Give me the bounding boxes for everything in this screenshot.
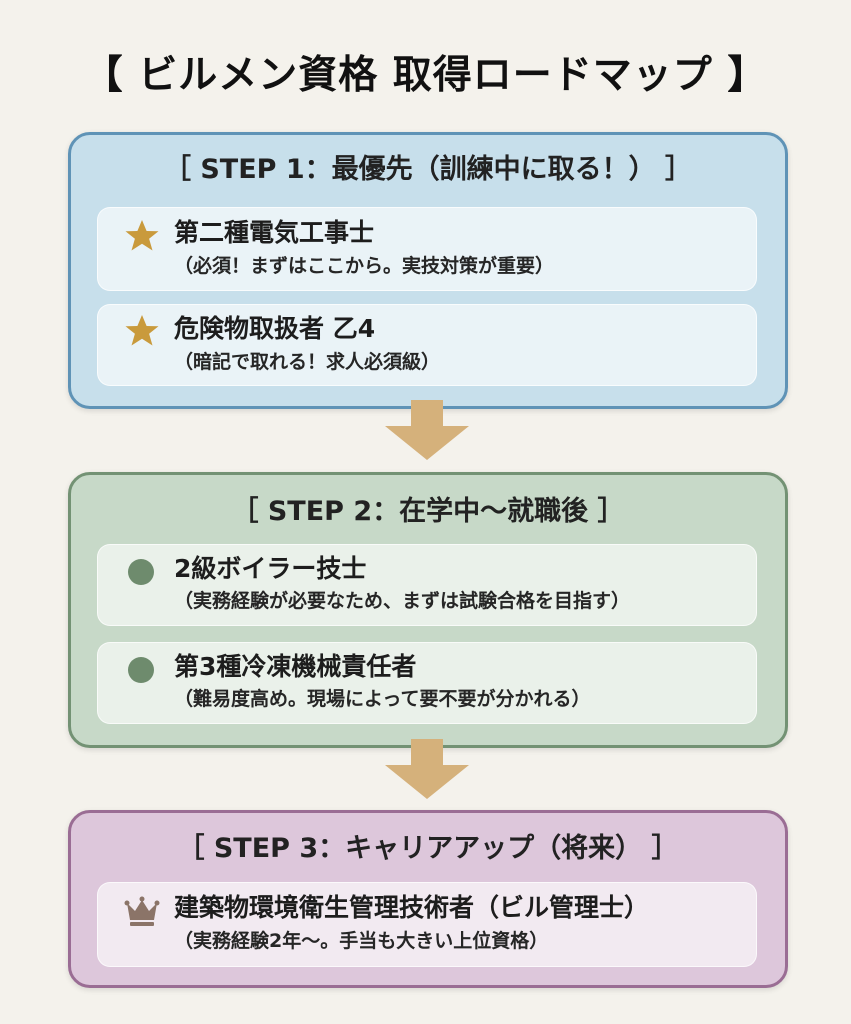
- step-2-title: ［ STEP 2：在学中〜就職後 ］: [231, 496, 625, 527]
- item-name: 建築物環境衛生管理技術者（ビル管理士）: [174, 893, 650, 922]
- star-icon: [125, 220, 159, 251]
- step-1-item-2: 危険物取扱者 乙4 （暗記で取れる！求人必須級）: [97, 304, 757, 386]
- item-note: （必須！まずはここから。実技対策が重要）: [174, 255, 555, 277]
- item-name: 第3種冷凍機械責任者: [174, 652, 417, 681]
- item-note: （実務経験2年〜。手当も大きい上位資格）: [174, 930, 549, 952]
- star-icon: [125, 315, 159, 346]
- step-3-title: ［ STEP 3：キャリアアップ（将来） ］: [177, 833, 679, 864]
- item-name: 危険物取扱者 乙4: [174, 314, 376, 343]
- down-arrow-icon: [385, 400, 469, 460]
- item-note: （難易度高め。現場によって要不要が分かれる）: [174, 688, 591, 710]
- item-name: 第二種電気工事士: [174, 218, 375, 247]
- item-note: （実務経験が必要なため、まずは試験合格を目指す）: [174, 590, 631, 612]
- item-name: 2級ボイラー技士: [174, 554, 367, 583]
- step-1-item-1: 第二種電気工事士 （必須！まずはここから。実技対策が重要）: [97, 207, 757, 291]
- page-title: 【 ビルメン資格 取得ロードマップ 】: [83, 53, 768, 98]
- crown-icon: [124, 896, 160, 926]
- step-2-item-2: 第3種冷凍機械責任者 （難易度高め。現場によって要不要が分かれる）: [97, 642, 757, 724]
- circle-icon: [128, 657, 154, 683]
- item-note: （暗記で取れる！求人必須級）: [174, 351, 441, 373]
- down-arrow-icon: [385, 739, 469, 799]
- step-1-box: ［ STEP 1：最優先（訓練中に取る！） ］ 第二種電気工事士 （必須！まずは…: [68, 132, 788, 409]
- step-1-title: ［ STEP 1：最優先（訓練中に取る！） ］: [163, 154, 693, 185]
- step-3-item-1: 建築物環境衛生管理技術者（ビル管理士） （実務経験2年〜。手当も大きい上位資格）: [97, 882, 757, 967]
- step-2-box: ［ STEP 2：在学中〜就職後 ］ 2級ボイラー技士 （実務経験が必要なため、…: [68, 472, 788, 748]
- step-2-item-1: 2級ボイラー技士 （実務経験が必要なため、まずは試験合格を目指す）: [97, 544, 757, 626]
- step-3-box: ［ STEP 3：キャリアアップ（将来） ］ 建築物環境衛生管理技術者（ビル管理…: [68, 810, 788, 988]
- circle-icon: [128, 559, 154, 585]
